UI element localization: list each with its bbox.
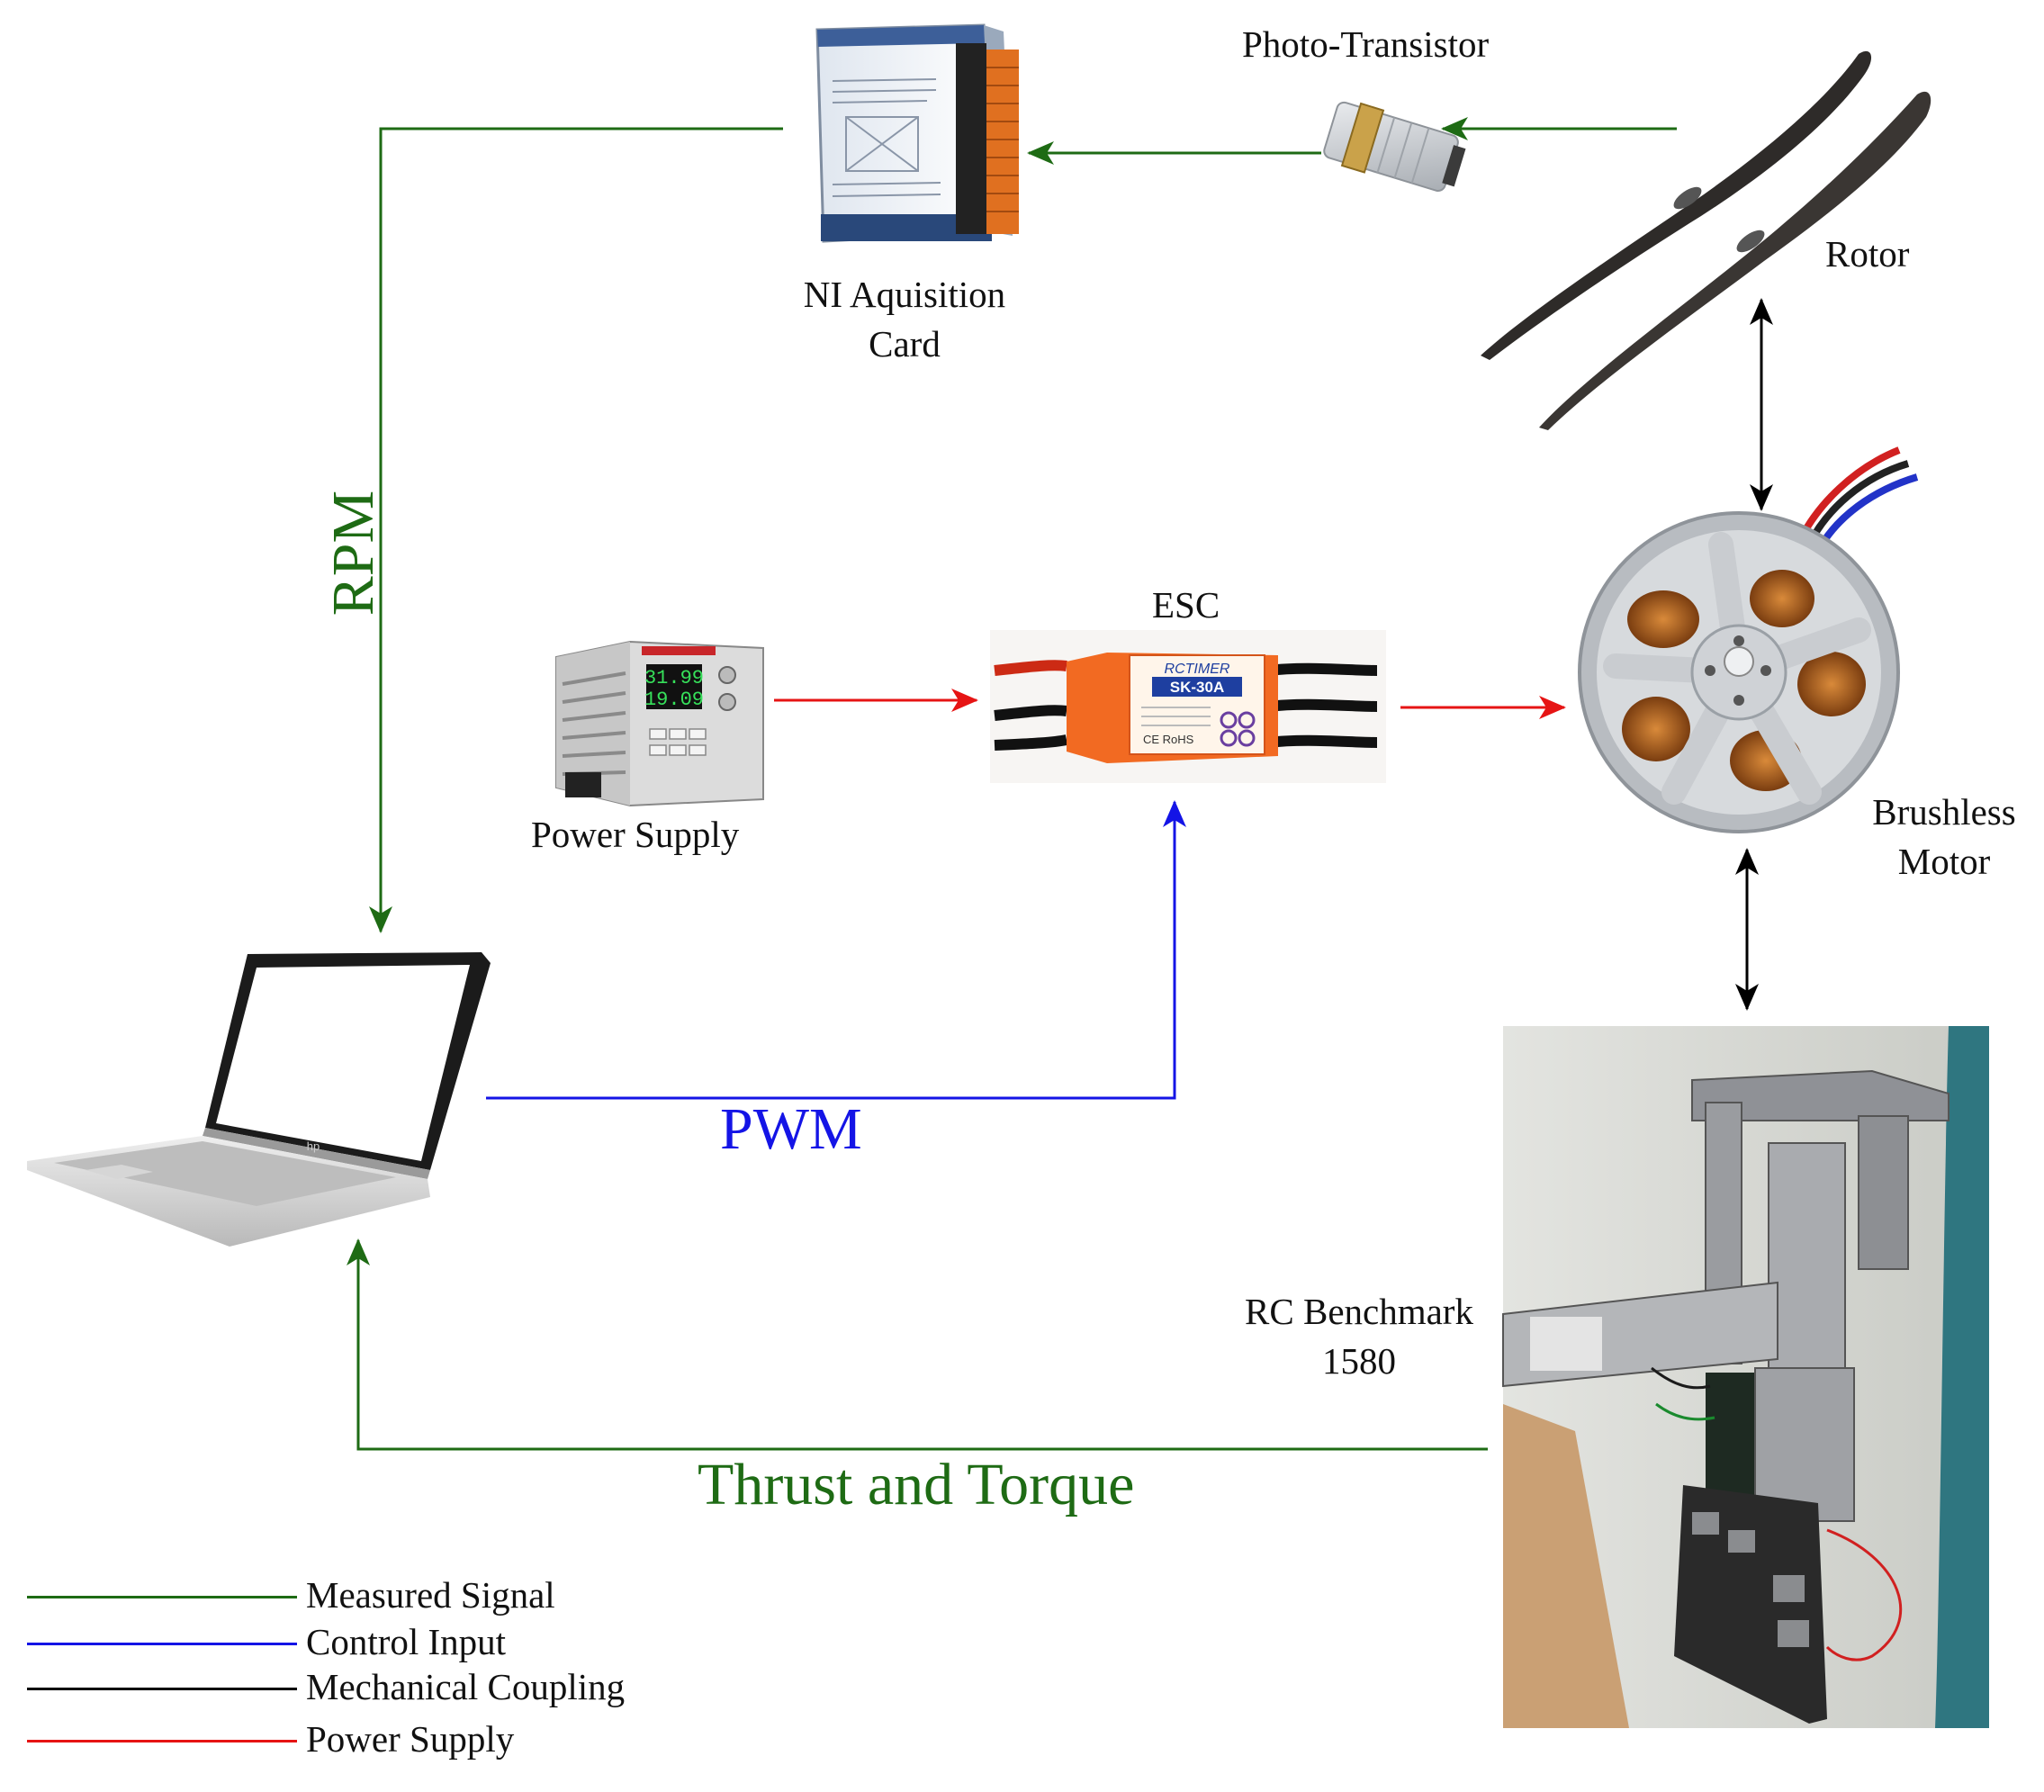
- esc-image: RCTIMER SK-30A CE RoHS: [990, 630, 1386, 783]
- benchmark-label: RC Benchmark 1580: [1211, 1287, 1508, 1387]
- legend-label: Power Supply: [306, 1718, 515, 1760]
- ni-card-label: NI Aquisition Card: [756, 270, 1053, 370]
- legend-line: [27, 1688, 297, 1690]
- brushless-motor-image: [1578, 446, 1919, 833]
- power-supply-display-top: 31.99: [644, 667, 704, 689]
- legend-line: [27, 1740, 297, 1742]
- legend-label: Mechanical Coupling: [306, 1666, 626, 1707]
- rpm-label: RPM: [320, 490, 387, 617]
- ni-card-label-line2: Card: [869, 323, 941, 365]
- esc-mark: CE RoHS: [1143, 733, 1194, 746]
- ni-card-label-line1: NI Aquisition: [803, 274, 1006, 315]
- photo-transistor-label: Photo-Transistor: [1242, 23, 1490, 65]
- pwm-signal-line: [486, 800, 1186, 1100]
- benchmark-label-line1: RC Benchmark: [1245, 1291, 1473, 1332]
- photo-transistor-image: [1323, 101, 1466, 193]
- rotor-label: Rotor: [1825, 233, 1910, 275]
- ni-card-image: [815, 23, 1019, 243]
- laptop-image: hp: [27, 952, 491, 1247]
- legend-line: [27, 1596, 297, 1598]
- legend-line: [27, 1643, 297, 1645]
- rpm-signal-line: [369, 127, 783, 933]
- laptop-brand: hp: [307, 1139, 320, 1153]
- power-supply-display-bottom: 19.09: [644, 689, 704, 711]
- power-supply-label: Power Supply: [531, 814, 740, 855]
- thrust-torque-label: Thrust and Torque: [698, 1452, 1135, 1517]
- pwm-label: PWM: [720, 1096, 862, 1162]
- power-supply-image: 31.99 19.09: [555, 640, 764, 807]
- esc-label: ESC: [1152, 584, 1220, 626]
- motor-label: Brushless Motor: [1845, 788, 2043, 887]
- esc-model: SK-30A: [1170, 679, 1224, 696]
- rotor-image: [1481, 50, 1931, 430]
- legend-label: Measured Signal: [306, 1574, 555, 1616]
- thrust-signal-line: [347, 1238, 1488, 1451]
- legend-label: Control Input: [306, 1621, 507, 1662]
- motor-label-line1: Brushless: [1872, 791, 2016, 833]
- motor-label-line2: Motor: [1897, 841, 1991, 883]
- rc-benchmark-image: [1502, 1026, 1989, 1728]
- benchmark-label-line2: 1580: [1322, 1340, 1396, 1382]
- esc-brand: RCTIMER: [1165, 662, 1230, 677]
